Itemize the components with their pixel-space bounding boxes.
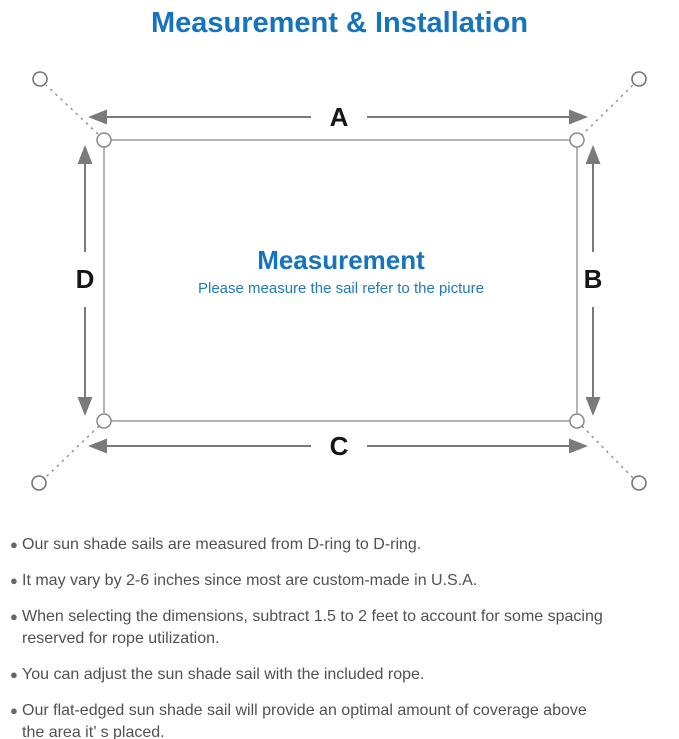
note-text: You can adjust the sun shade sail with t… [22, 666, 425, 683]
d-ring-top-left [96, 132, 112, 148]
rope-top-left [45, 84, 99, 135]
rope-bottom-left [44, 425, 100, 479]
dim-label-b: B [584, 264, 603, 294]
diagram-center-title: Measurement [257, 245, 425, 275]
arrow-head-left [88, 109, 107, 125]
d-ring-top-right [569, 132, 585, 148]
anchor-point-bottom-left [31, 475, 47, 491]
anchor-point-top-right [631, 71, 647, 87]
note-text: It may vary by 2-6 inches since most are… [22, 572, 478, 589]
rope-bottom-right [581, 425, 634, 479]
list-item: ● Our sun shade sails are measured from … [10, 534, 669, 556]
bullet-icon: ● [10, 609, 18, 624]
arrow-head-down [77, 397, 93, 416]
list-item: ● You can adjust the sun shade sail with… [10, 664, 669, 686]
page-title: Measurement & Installation [150, 7, 529, 39]
arrow-head-right [569, 438, 588, 454]
d-ring-bottom-right [569, 413, 585, 429]
list-item: ● Our flat-edged sun shade sail will pro… [10, 700, 669, 739]
d-ring-bottom-left [96, 413, 112, 429]
diagram-center-subtitle: Please measure the sail refer to the pic… [198, 280, 484, 297]
bullet-icon: ● [10, 667, 18, 682]
list-item: ● It may vary by 2-6 inches since most a… [10, 570, 669, 592]
note-text: Our flat-edged sun shade sail will provi… [22, 702, 587, 739]
measurement-diagram: A C D B Measurement Pl [31, 71, 647, 491]
list-item: ● When selecting the dimensions, subtrac… [10, 606, 669, 650]
anchor-point-top-left [32, 71, 48, 87]
dimension-a-arrow: A [88, 102, 588, 132]
notes-list: ● Our sun shade sails are measured from … [0, 534, 679, 739]
note-text: Our sun shade sails are measured from D-… [22, 536, 422, 553]
arrow-head-up [585, 145, 601, 164]
dim-label-a: A [330, 102, 349, 132]
bullet-icon: ● [10, 573, 18, 588]
d-rings [96, 132, 585, 429]
arrow-head-left [88, 438, 107, 454]
sail-outline [103, 139, 578, 422]
diagram-caption: Measurement Please measure the sail refe… [198, 245, 484, 297]
anchor-point-bottom-right [631, 475, 647, 491]
dimension-c-arrow: C [88, 431, 588, 461]
dimension-d-arrow: D [76, 145, 95, 416]
arrow-head-up [77, 145, 93, 164]
dim-label-d: D [76, 264, 95, 294]
arrow-head-right [569, 109, 588, 125]
note-text: When selecting the dimensions, subtract … [22, 608, 603, 647]
dimension-b-arrow: B [584, 145, 603, 416]
dim-label-c: C [330, 431, 349, 461]
bullet-icon: ● [10, 537, 18, 552]
bullet-icon: ● [10, 703, 18, 718]
rope-top-right [580, 84, 634, 137]
arrow-head-down [585, 397, 601, 416]
anchor-points [31, 71, 647, 491]
corner-rope-lines [44, 84, 634, 479]
